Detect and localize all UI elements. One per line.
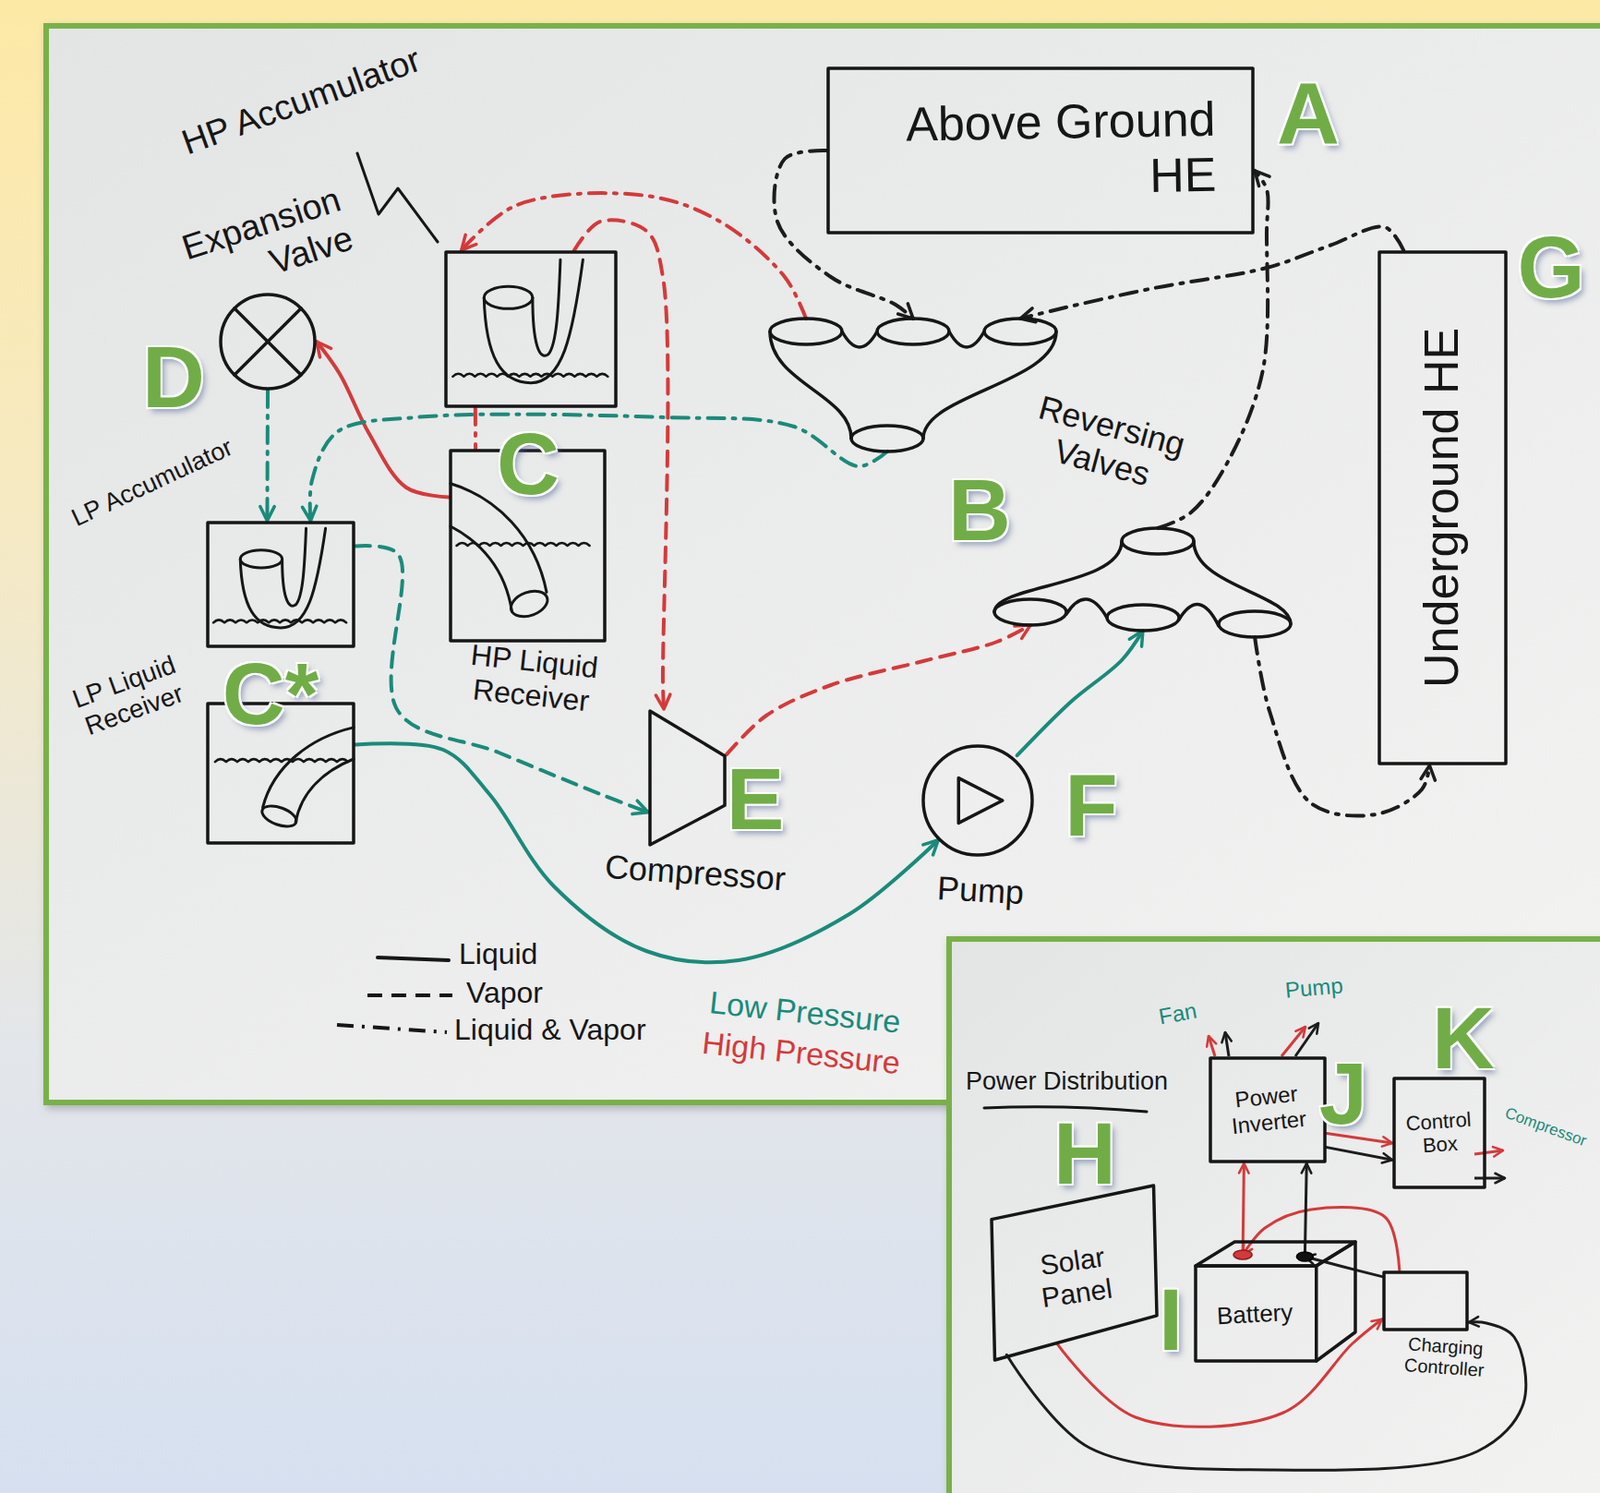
- output-wire: [1208, 1035, 1216, 1057]
- callout-letter: I: [1158, 1276, 1183, 1364]
- node-heading: HP Accumulator: [176, 34, 442, 164]
- accumulator-tank: HP Accumulator: [444, 250, 618, 409]
- compressor-symbol-outline: [648, 709, 727, 847]
- callout-letter: C*: [222, 650, 319, 738]
- callout-letter: H: [1053, 1110, 1117, 1198]
- pipe-connector: [726, 625, 1031, 755]
- node-label: Underground HE: [1415, 327, 1471, 688]
- leader-line: [357, 153, 438, 242]
- node-label: Solar Panel: [1005, 1237, 1143, 1319]
- output-wire: [1474, 1150, 1504, 1155]
- pipe-connector: [310, 414, 889, 521]
- compressor-symbol: Compressor: [648, 709, 727, 847]
- annotation-label: Power Distribution: [965, 1069, 1168, 1095]
- accumulator-tank-outline: [444, 250, 618, 409]
- expansion-valve-symbol: Expansion Valve: [218, 292, 317, 391]
- callout-letter: B: [948, 467, 1011, 554]
- accumulator-tank: LP Accumulator: [205, 520, 356, 649]
- callout-letter: F: [1064, 762, 1118, 850]
- callout-letter: A: [1276, 71, 1340, 158]
- legend-line-sample: [377, 957, 449, 961]
- legend-item: Liquid & Vapor: [454, 1013, 647, 1047]
- legend-item: Vapor: [466, 976, 543, 1010]
- node-label: Battery: [1216, 1298, 1295, 1330]
- legend-item: Liquid: [458, 938, 538, 971]
- reversing-valve-manifold-outline: [765, 309, 1301, 656]
- pipe-connector: [355, 743, 939, 963]
- node-heading: LP Liquid Receiver: [40, 639, 217, 753]
- wire-connector: [1057, 1319, 1383, 1428]
- output-wire: [1281, 1026, 1306, 1057]
- heat-exchanger-box: Underground HE: [1377, 250, 1508, 766]
- reversing-valve-manifold: Reversing Valves: [765, 309, 1301, 656]
- node-heading: Reversing Valves: [989, 378, 1224, 510]
- annotation-label: Fan: [1156, 999, 1199, 1029]
- annotation-label: Pump: [1284, 974, 1345, 1001]
- pipe-connector: [1017, 630, 1143, 756]
- inset-whiteboard-panel: [949, 938, 1600, 1493]
- charge-controller-box: Charging Controller: [1382, 1270, 1469, 1332]
- callout-letter: C: [496, 421, 560, 508]
- node-heading: Pump: [936, 868, 1040, 913]
- output-wire: [1225, 1032, 1229, 1057]
- control-box: Control Box: [1392, 1076, 1487, 1190]
- node-label: Above Ground HE: [864, 92, 1217, 209]
- legend-label: Vapor: [466, 975, 543, 1010]
- heat-exchanger-box: Above Ground HE: [826, 66, 1255, 235]
- node-label: Control Box: [1399, 1106, 1479, 1159]
- node-heading: Charging Controller: [1374, 1331, 1516, 1384]
- legend-label: Liquid: [458, 937, 538, 971]
- expansion-valve-symbol-outline: [218, 292, 317, 391]
- pipe-connector: [1020, 226, 1404, 319]
- output-wire: [1474, 1177, 1505, 1180]
- annotation-label: Compressor: [1503, 1105, 1589, 1150]
- legend-label: Liquid & Vapor: [454, 1012, 647, 1047]
- legend-line-sample: [336, 1024, 447, 1033]
- output-wire: [1295, 1022, 1319, 1057]
- callout-letter: E: [726, 756, 785, 843]
- inverter-box: Power Inverter: [1208, 1056, 1327, 1164]
- pipe-connector: [1254, 637, 1430, 816]
- pump-symbol-outline: [921, 744, 1035, 857]
- pipe-connector: [473, 408, 478, 449]
- callout-letter: G: [1516, 224, 1585, 312]
- wire-connector: [1006, 1322, 1526, 1471]
- callout-letter: K: [1431, 995, 1495, 1083]
- node-heading: Compressor: [603, 847, 800, 900]
- solar-panel-shape: Solar Panel: [989, 1183, 1159, 1362]
- pipe-connector: [264, 390, 270, 521]
- accumulator-tank-outline: [205, 520, 356, 649]
- node-heading: LP Accumulator: [67, 428, 247, 533]
- callout-letter: D: [142, 334, 205, 422]
- pipe-connector: [574, 219, 668, 710]
- battery-box: Battery: [1193, 1239, 1358, 1363]
- pump-symbol: Pump: [921, 744, 1035, 857]
- pipe-connector: [461, 192, 807, 319]
- wire-connector: [1326, 1147, 1393, 1161]
- callout-letter: J: [1319, 1050, 1368, 1138]
- charge-controller-box-outline: [1382, 1270, 1469, 1332]
- pipe-connector: [773, 150, 914, 319]
- node-label: Power Inverter: [1218, 1079, 1316, 1140]
- node-heading: HP Liquid Receiver: [423, 633, 642, 723]
- legend-line-sample: [367, 993, 453, 998]
